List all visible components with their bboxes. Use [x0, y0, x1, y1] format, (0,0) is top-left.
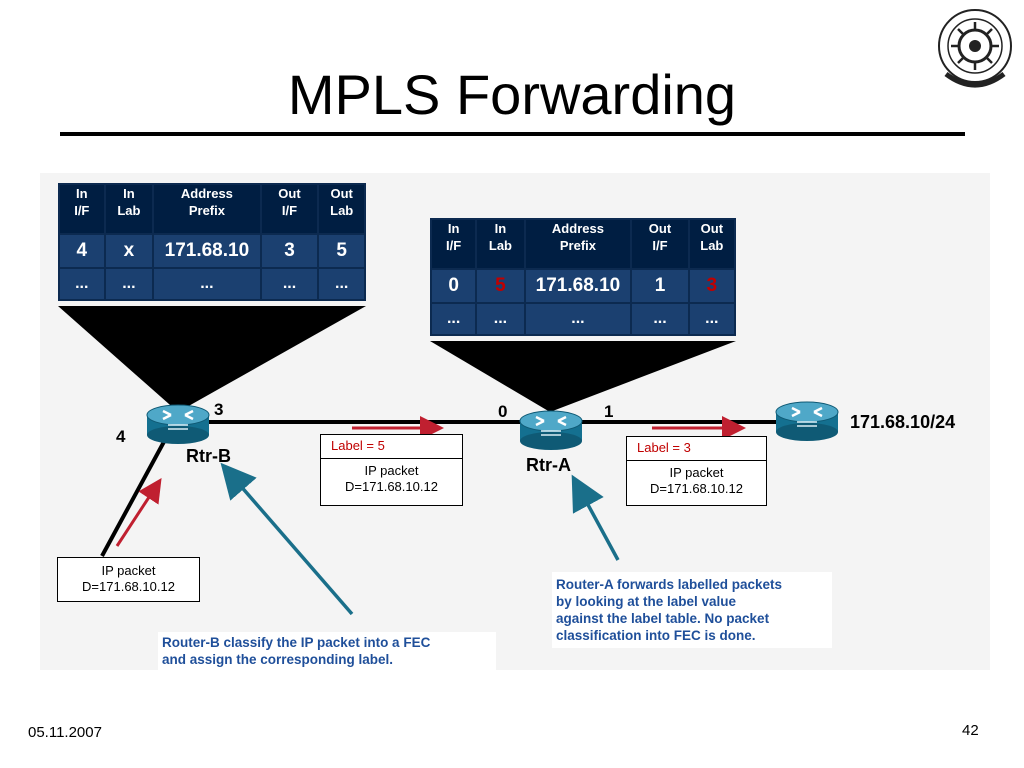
cell-ellipsis: ... [105, 269, 153, 299]
table-header: Out Lab [689, 220, 734, 268]
table-header: Out I/F [632, 220, 688, 268]
router-destination-icon [775, 401, 839, 441]
header-in-lab: In Lab [117, 186, 141, 218]
cell-ellipsis: ... [689, 304, 734, 334]
cell-ellipsis: ... [60, 269, 104, 299]
cell-ellipsis: ... [154, 269, 260, 299]
slide-date: 05.11.2007 [28, 724, 102, 741]
table-header: Address Prefix [154, 185, 260, 233]
cell-in-lab: 5 [477, 270, 524, 302]
cell-ellipsis: ... [525, 304, 631, 334]
header-in-if: In I/F [74, 186, 90, 218]
note-line: classification into FEC is done. [556, 628, 756, 643]
note-line: and assign the corresponding label. [162, 652, 394, 667]
header-out-if: Out I/F [648, 221, 672, 253]
label-table-rtr-a: In I/F In Lab Address Prefix Out I/F Out… [430, 218, 736, 336]
table-header: In Lab [477, 220, 524, 268]
router-rtr-a-icon [519, 410, 583, 450]
router-label-rtr-b: Rtr-B [186, 446, 231, 466]
cell-address-prefix: 171.68.10 [154, 235, 260, 267]
header-out-lab: Out Lab [700, 221, 724, 253]
cell-in-if: 0 [432, 270, 476, 302]
cell-ellipsis: ... [632, 304, 688, 334]
port-rtr-b-out: 3 [214, 400, 224, 419]
slide-page-number: 42 [962, 722, 979, 739]
table-header: In I/F [60, 185, 104, 233]
red-arrow-ingress [115, 477, 162, 547]
table-row-ellipsis: ... ... ... ... ... [60, 269, 364, 299]
note-router-b: Router-B classify the IP packet into a F… [158, 632, 496, 670]
cell-ellipsis: ... [319, 269, 364, 299]
labelled-packet-a-to-dest: Label = 3 IP packet D=171.68.10.12 [626, 436, 767, 506]
cell-ellipsis: ... [261, 269, 318, 299]
table-header: Address Prefix [525, 220, 631, 268]
cell-address-prefix: 171.68.10 [525, 270, 631, 302]
labelled-packet-b-to-a: Label = 5 IP packet D=171.68.10.12 [320, 434, 463, 506]
table-row: 0 5 171.68.10 1 3 [432, 270, 734, 302]
table-header: In Lab [105, 185, 153, 233]
port-rtr-b-in: 4 [116, 427, 126, 446]
institute-seal-logo [938, 9, 1012, 88]
packet-destination: D=171.68.10.12 [345, 479, 438, 494]
link-ingress-to-rtr-b [100, 437, 168, 557]
cell-ellipsis: ... [477, 304, 524, 334]
cell-in-if: 4 [60, 235, 104, 267]
port-rtr-a-out: 1 [604, 402, 614, 421]
table-row-ellipsis: ... ... ... ... ... [432, 304, 734, 334]
destination-prefix-label: 171.68.10/24 [850, 412, 956, 432]
packet-destination: D=171.68.10.12 [650, 481, 743, 496]
cell-in-lab: x [105, 235, 153, 267]
header-address-prefix: Address Prefix [180, 186, 233, 218]
teal-arrow-router-b-note [220, 462, 354, 616]
packet-ip-line: IP packet [364, 463, 419, 478]
packet-label: Label = 3 [627, 437, 766, 461]
table-header: In I/F [432, 220, 476, 268]
cell-out-lab: 3 [689, 270, 734, 302]
note-line: Router-B classify the IP packet into a F… [162, 635, 431, 650]
header-address-prefix: Address Prefix [551, 221, 604, 253]
port-rtr-a-in: 0 [498, 402, 508, 421]
router-rtr-b-icon [146, 404, 210, 444]
cell-ellipsis: ... [432, 304, 476, 334]
teal-arrow-router-a-note [571, 474, 620, 561]
label-table-rtr-b: In I/F In Lab Address Prefix Out I/F Out… [58, 183, 366, 301]
packet-destination: D=171.68.10.12 [82, 579, 175, 594]
cell-out-lab: 5 [319, 235, 364, 267]
header-out-lab: Out Lab [330, 186, 354, 218]
ingress-ip-packet: IP packet D=171.68.10.12 [57, 557, 200, 602]
table-row: 4 x 171.68.10 3 5 [60, 235, 364, 267]
note-line: by looking at the label value [556, 594, 737, 609]
table-header: Out I/F [261, 185, 318, 233]
title-underline [60, 132, 965, 136]
note-line: Router-A forwards labelled packets [556, 577, 783, 592]
note-line: against the label table. No packet [556, 611, 770, 626]
header-out-if: Out I/F [278, 186, 301, 218]
note-router-a: Router-A forwards labelled packets by lo… [552, 572, 832, 648]
header-in-lab: In Lab [488, 221, 512, 253]
router-label-rtr-a: Rtr-A [526, 455, 571, 475]
cell-out-if: 3 [261, 235, 318, 267]
packet-label: Label = 5 [321, 435, 462, 459]
zoom-cone-rtr-b [58, 306, 366, 412]
header-in-if: In I/F [446, 221, 462, 253]
slide-title: MPLS Forwarding [287, 63, 737, 126]
cell-out-if: 1 [632, 270, 688, 302]
zoom-cone-rtr-a [430, 341, 736, 412]
packet-ip-line: IP packet [101, 563, 156, 578]
packet-ip-line: IP packet [669, 465, 724, 480]
table-header: Out Lab [319, 185, 364, 233]
